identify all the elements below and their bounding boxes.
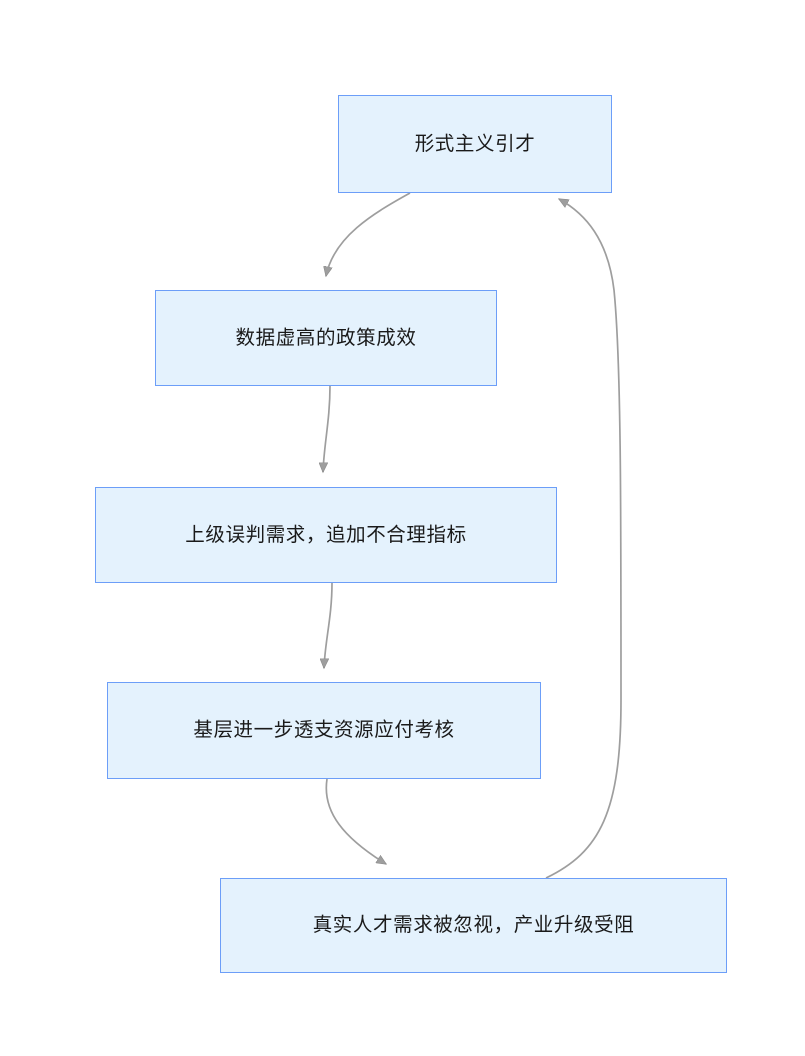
flowchart-node-5-label: 真实人才需求被忽视，产业升级受阻 (312, 914, 635, 937)
flowchart-node-3-label: 上级误判需求，追加不合理指标 (185, 523, 467, 546)
edge-n3-to-n4 (324, 582, 333, 668)
flowchart-node-2-label: 数据虚高的政策成效 (235, 326, 417, 349)
flowchart-node-5[interactable]: 真实人才需求被忽视，产业升级受阻 (220, 878, 727, 973)
flowchart-node-2[interactable]: 数据虚高的政策成效 (155, 290, 497, 386)
edge-n1-to-n2 (326, 192, 411, 276)
edge-n4-to-n5 (325, 778, 386, 865)
edge-n5-to-n1 (545, 198, 622, 879)
edge-n2-to-n3 (323, 385, 331, 472)
flowchart-node-1[interactable]: 形式主义引才 (338, 95, 612, 193)
flowchart-node-3[interactable]: 上级误判需求，追加不合理指标 (95, 487, 557, 583)
flowchart-node-1-label: 形式主义引才 (414, 132, 536, 155)
flowchart-node-4[interactable]: 基层进一步透支资源应付考核 (107, 682, 541, 779)
flowchart-node-4-label: 基层进一步透支资源应付考核 (193, 719, 455, 742)
